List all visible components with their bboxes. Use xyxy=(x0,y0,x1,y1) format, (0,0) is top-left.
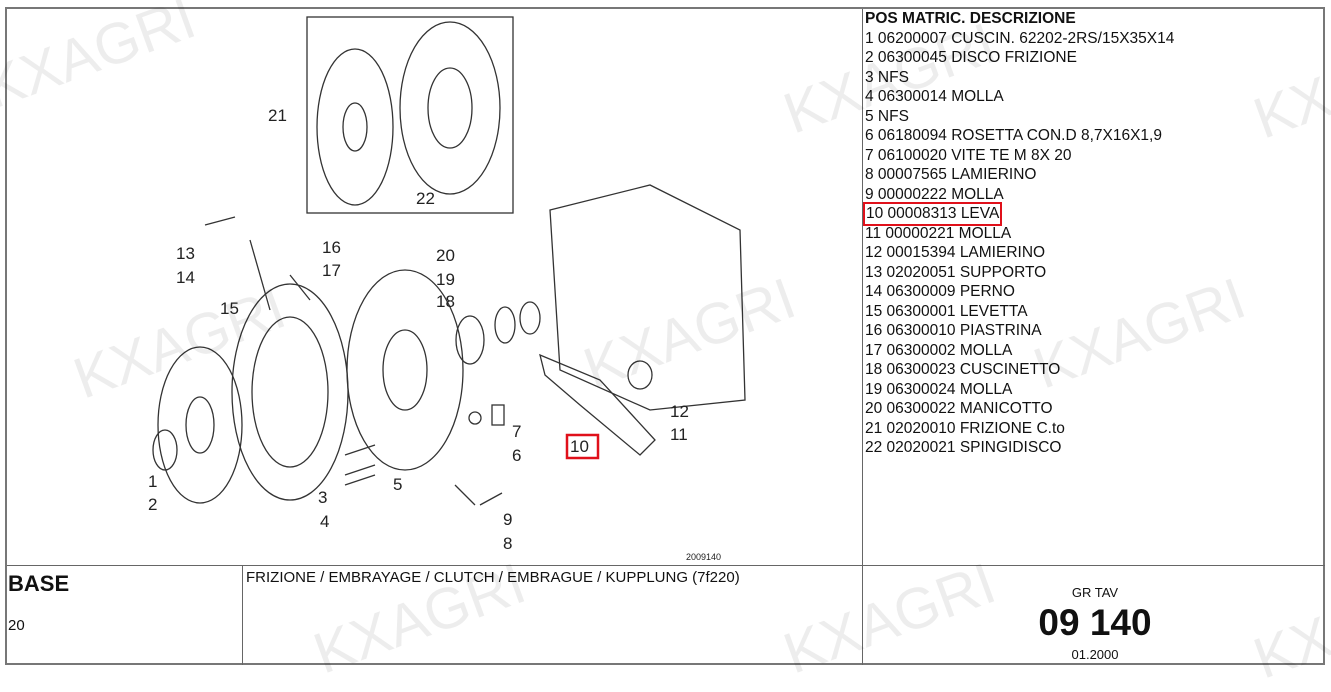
pressure-plate xyxy=(346,269,464,471)
clutch-disc-inset xyxy=(316,48,394,206)
callout-13: 13 xyxy=(176,244,195,263)
page-frame xyxy=(5,7,1325,665)
parts-list-header: POS MATRIC. DESCRIZIONE xyxy=(865,10,1076,27)
clutch-disc xyxy=(157,346,243,504)
parts-list-row-text: 16 06300010 PIASTRINA xyxy=(865,322,1042,339)
parts-list-row: 9 00000222 MOLLA xyxy=(865,185,1320,205)
parts-list-row: 21 02020010 FRIZIONE C.to xyxy=(865,419,1320,439)
parts-list-row: 11 00000221 MOLLA xyxy=(865,224,1320,244)
parts-list-row: 1 06200007 CUSCIN. 62202-2RS/15X35X14 xyxy=(865,29,1320,49)
parts-list-row: 16 06300010 PIASTRINA xyxy=(865,321,1320,341)
parts-list-row-text: 6 06180094 ROSETTA CON.D 8,7X16X1,9 xyxy=(865,127,1162,144)
parts-list-row: 7 06100020 VITE TE M 8X 20 xyxy=(865,146,1320,166)
table-date: 01.2000 xyxy=(1071,647,1119,662)
parts-list-row: 4 06300014 MOLLA xyxy=(865,87,1320,107)
release-bearing xyxy=(455,315,485,365)
inset-box xyxy=(306,16,514,214)
parts-list-row-text: 12 00015394 LAMIERINO xyxy=(865,244,1046,261)
callout-2: 2 xyxy=(148,495,157,514)
callout-highlight-box xyxy=(565,433,600,460)
callout-14: 14 xyxy=(176,268,195,287)
parts-list-row-text: 22 02020021 SPINGIDISCO xyxy=(865,439,1062,456)
parts-list-row-text: 11 00000221 MOLLA xyxy=(865,224,1012,242)
parts-list-row-text: 14 06300009 PERNO xyxy=(865,283,1015,300)
pressure-plate-inset xyxy=(399,21,501,195)
callout-11: 11 xyxy=(670,425,688,444)
parts-list-row: 17 06300002 MOLLA xyxy=(865,341,1320,361)
column-divider xyxy=(862,9,863,665)
group-title: FRIZIONE / EMBRAYAGE / CLUTCH / EMBRAGUE… xyxy=(246,569,740,586)
callout-9: 9 xyxy=(503,510,512,529)
callout-1: 1 xyxy=(148,472,157,491)
callout-5: 5 xyxy=(393,475,402,494)
parts-list-row-text: 13 02020051 SUPPORTO xyxy=(865,263,1047,281)
callout-15: 15 xyxy=(220,299,239,318)
callout-17: 17 xyxy=(322,261,341,280)
parts-list-row: 2 06300045 DISCO FRIZIONE xyxy=(865,48,1320,68)
lever xyxy=(539,353,656,456)
callout-18: 18 xyxy=(436,292,455,311)
parts-list-row: 13 02020051 SUPPORTO xyxy=(865,263,1320,283)
callout-3: 3 xyxy=(318,488,327,507)
parts-list-row-text: 7 06100020 VITE TE M 8X 20 xyxy=(865,146,1072,164)
callout-4: 4 xyxy=(320,512,329,531)
parts-list-row-text: 5 NFS xyxy=(865,107,909,125)
callout-16: 16 xyxy=(322,238,341,257)
callout-19: 19 xyxy=(436,270,455,289)
parts-list-row-text: 8 00007565 LAMIERINO xyxy=(865,166,1037,183)
footer-divider-left xyxy=(242,565,243,665)
parts-list-row-text: 18 06300023 CUSCINETTO xyxy=(865,361,1061,378)
parts-list-row: 22 02020021 SPINGIDISCO xyxy=(865,438,1320,458)
parts-list-row-text: 10 00008313 LEVA xyxy=(862,202,1003,226)
parts-list-row: 14 06300009 PERNO xyxy=(865,282,1320,302)
parts-list-row: 8 00007565 LAMIERINO xyxy=(865,165,1320,185)
callout-6: 6 xyxy=(512,446,521,465)
parts-list-row-text: 15 06300001 LEVETTA xyxy=(865,302,1028,320)
parts-list-row: 12 00015394 LAMIERINO xyxy=(865,243,1320,263)
parts-list-row-text: 2 06300045 DISCO FRIZIONE xyxy=(865,49,1077,66)
parts-list-row-text: 20 06300022 MANICOTTO xyxy=(865,400,1053,417)
gr-tav-label: GR TAV xyxy=(1071,585,1119,600)
parts-list: POS MATRIC. DESCRIZIONE 1 06200007 CUSCI… xyxy=(862,9,1320,458)
callout-20: 20 xyxy=(436,246,455,265)
model-number: 20 xyxy=(8,617,25,634)
parts-list-row-text: 4 06300014 MOLLA xyxy=(865,88,1004,105)
bearing xyxy=(152,429,178,471)
parts-list-row-text: 9 00000222 MOLLA xyxy=(865,185,1004,203)
housing xyxy=(549,184,746,411)
gr-tav-value: 09 140 xyxy=(1038,602,1152,643)
parts-list-row: 20 06300022 MANICOTTO xyxy=(865,399,1320,419)
callout-8: 8 xyxy=(503,534,512,553)
parts-list-row: 15 06300001 LEVETTA xyxy=(865,302,1320,322)
callout-7: 7 xyxy=(512,422,521,441)
footer-divider xyxy=(7,565,1325,566)
parts-list-row: 10 00008313 LEVA xyxy=(862,202,1320,226)
parts-list-row: 5 NFS xyxy=(865,107,1320,127)
parts-list-row: 3 NFS xyxy=(865,68,1320,88)
callout-22: 22 xyxy=(416,189,435,208)
parts-list-row-text: 1 06200007 CUSCIN. 62202-2RS/15X35X14 xyxy=(865,29,1175,47)
parts-list-row-text: 3 NFS xyxy=(865,68,909,86)
parts-list-row-text: 17 06300002 MOLLA xyxy=(865,341,1013,359)
parts-list-row: 19 06300024 MOLLA xyxy=(865,380,1320,400)
model-name: BASE xyxy=(8,571,70,596)
callout-10: 10 xyxy=(570,437,589,456)
parts-list-row: 18 06300023 CUSCINETTO xyxy=(865,360,1320,380)
parts-list-row-text: 21 02020010 FRIZIONE C.to xyxy=(865,419,1065,437)
callout-21: 21 xyxy=(268,106,287,125)
drawing-code: 2009140 xyxy=(686,552,721,562)
parts-list-row: 6 06180094 ROSETTA CON.D 8,7X16X1,9 xyxy=(865,126,1320,146)
parts-list-row-text: 19 06300024 MOLLA xyxy=(865,380,1013,398)
callout-12: 12 xyxy=(670,402,689,421)
